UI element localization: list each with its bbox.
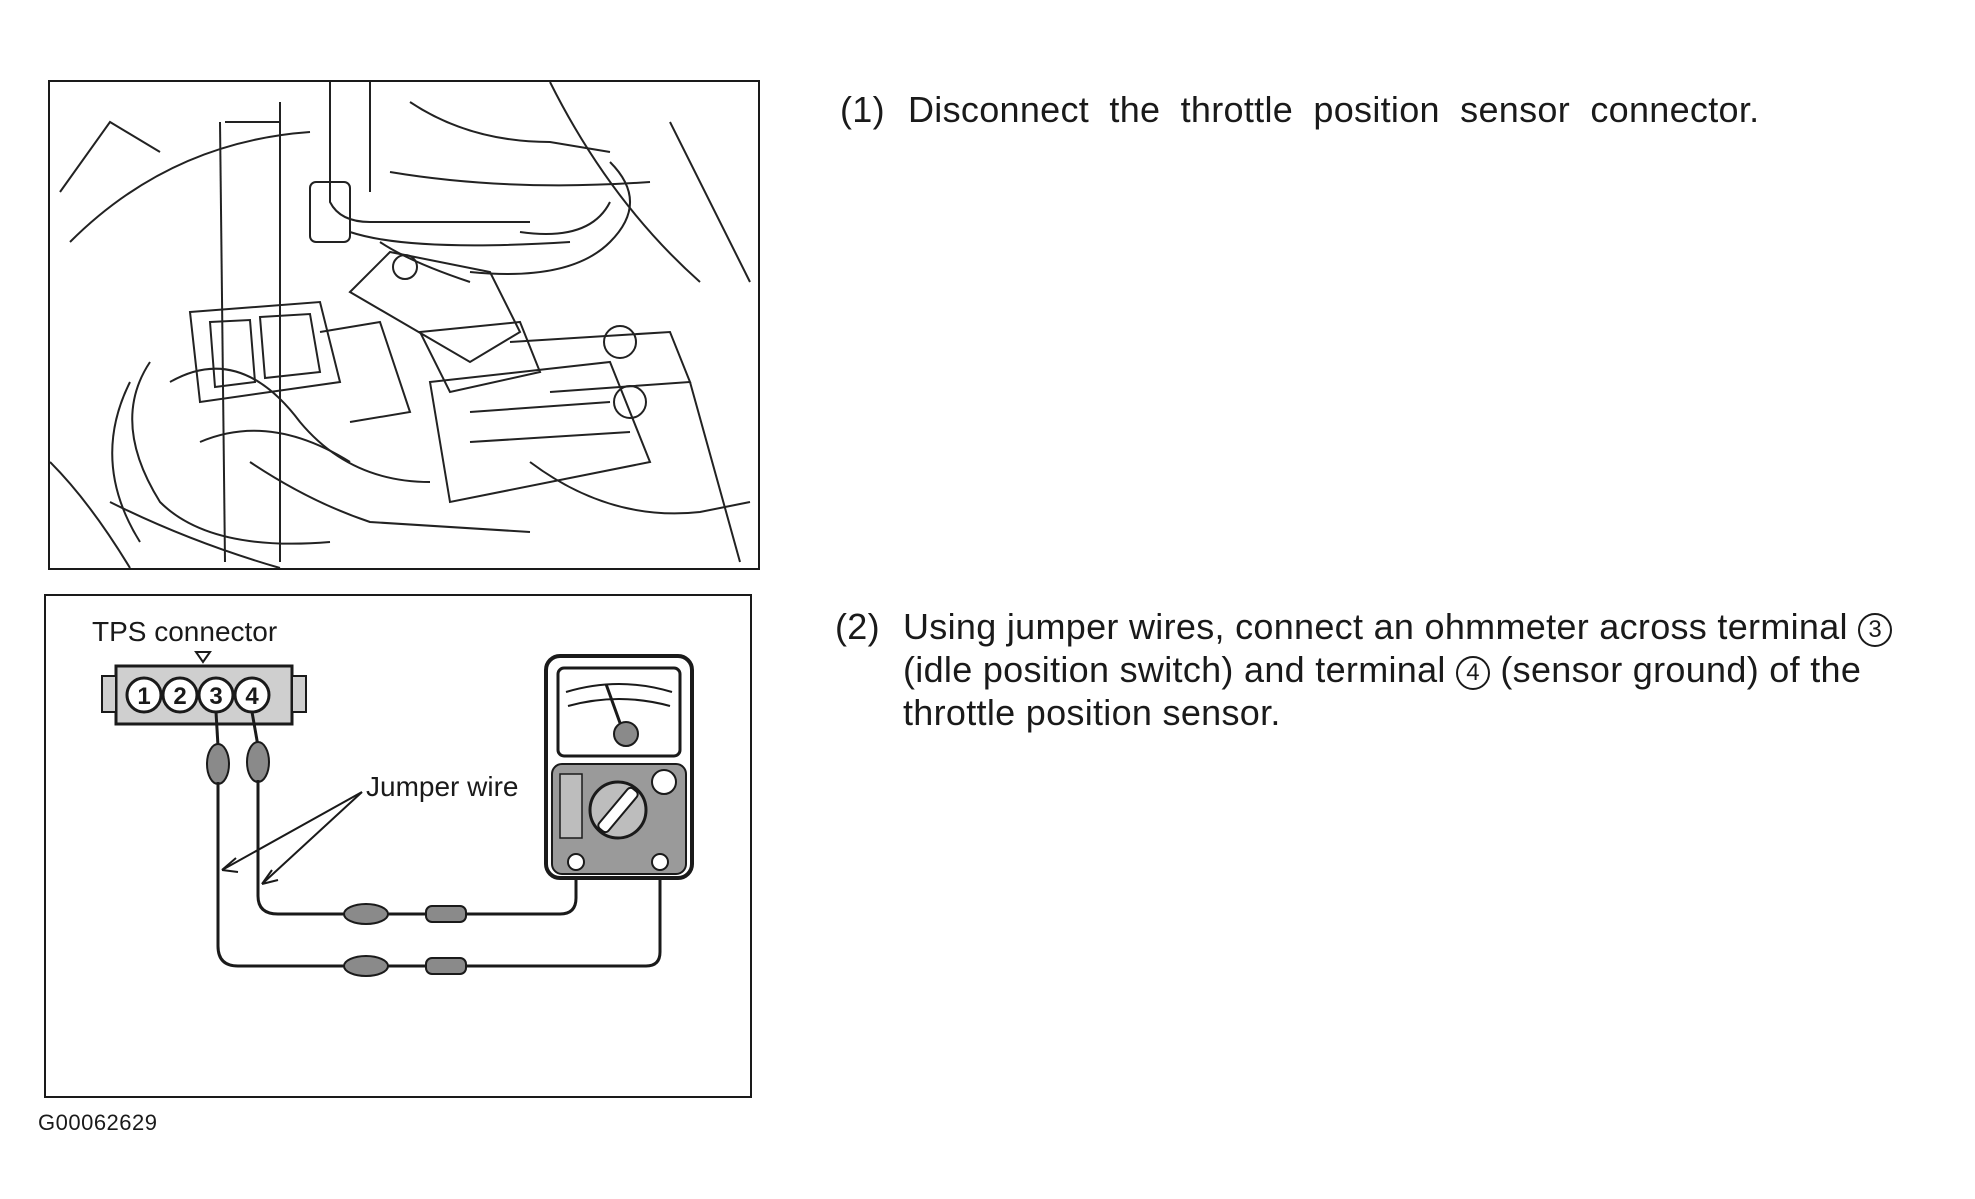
step-1-number: (1) (840, 89, 885, 130)
meter-terminal-left (567, 853, 585, 871)
connector-pin-4: 4 (233, 676, 271, 714)
figure-reference-code: G00062629 (38, 1110, 158, 1135)
throttle-sensor-drawing (50, 82, 751, 568)
connector-pin-1: 1 (125, 676, 163, 714)
pin-1-label: 1 (137, 683, 150, 710)
terminal-4-marker: 4 (1456, 656, 1491, 690)
step-2-number: (2) (835, 606, 880, 647)
ohmmeter-connection-drawing: TPS connector 1 2 3 4 (92, 616, 694, 977)
jumper-wire-leader-2 (261, 791, 363, 885)
leader-arrowhead-1 (221, 857, 239, 873)
jumper-wire-idle (256, 780, 346, 916)
step-1-instruction: Disconnect the throttle position sensor … (908, 89, 1760, 130)
step-2-text: (2) Using jumper wires, connect an ohmme… (835, 605, 1960, 734)
connector-pin-3: 3 (197, 676, 235, 714)
terminal-3-marker: 3 (1858, 613, 1893, 647)
pin-3-label: 3 (209, 683, 222, 710)
step-2-part-3: (sensor ground) of the throttle position… (903, 649, 1862, 733)
engine-illustration (48, 80, 760, 570)
jumper-wire-label: Jumper wire (366, 771, 518, 802)
jumper-wire-ground (216, 782, 346, 968)
leader-arrowhead-2 (261, 869, 279, 885)
zero-adjust-knob (651, 769, 677, 795)
wire-splice-upper (343, 866, 578, 925)
pin-2-label: 2 (173, 683, 186, 710)
wiring-diagram: TPS connector 1 2 3 4 (44, 594, 752, 1098)
tps-connector-label: TPS connector (92, 616, 277, 647)
connector-key-marker (194, 651, 212, 664)
step-2-part-1: Using jumper wires, connect an ohmmeter … (903, 606, 1848, 647)
pin-4-label: 4 (245, 683, 259, 710)
ohmmeter (544, 654, 694, 880)
step-2-instruction: Using jumper wires, connect an ohmmeter … (903, 605, 1960, 734)
step-1-text: (1) Disconnect the throttle position sen… (840, 88, 1960, 131)
meter-dial-window (556, 666, 682, 758)
jumper-wire-leader-1 (221, 791, 363, 871)
meter-terminal-right (651, 853, 669, 871)
wire-splice-lower (343, 866, 662, 977)
step-2-part-2: (idle position switch) and terminal (903, 649, 1446, 690)
connector-pin-2: 2 (161, 676, 199, 714)
